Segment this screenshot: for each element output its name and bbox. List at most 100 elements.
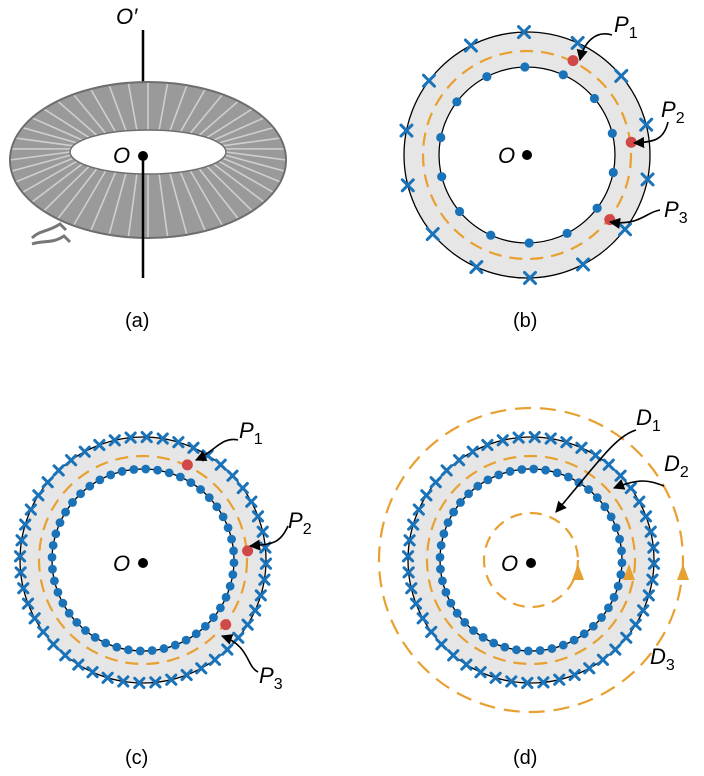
current-out-dot xyxy=(588,621,598,631)
leader-d2 xyxy=(612,479,665,490)
caption-d: (d) xyxy=(513,747,537,769)
current-in-cross xyxy=(647,541,660,554)
coil-turn xyxy=(206,165,253,212)
current-out-dot xyxy=(147,646,157,655)
current-in-cross xyxy=(172,436,185,449)
current-in-cross xyxy=(256,525,269,538)
current-out-dot xyxy=(535,646,545,655)
current-in-cross xyxy=(13,550,27,563)
label-d2: D2 xyxy=(664,451,689,481)
current-out-dot xyxy=(164,468,174,478)
coil-turn xyxy=(43,165,90,212)
current-in-cross xyxy=(399,123,414,138)
current-in-cross xyxy=(214,458,227,471)
current-in-cross xyxy=(570,35,585,50)
current-in-cross xyxy=(633,495,646,508)
current-in-cross xyxy=(21,597,35,610)
current-in-cross xyxy=(241,618,254,631)
outer-boundary xyxy=(19,436,267,684)
current-out-dot xyxy=(609,592,619,602)
current-out-dot xyxy=(436,132,446,143)
outer-boundary xyxy=(407,436,655,684)
current-out-dot xyxy=(604,603,613,613)
current-out-dot xyxy=(72,617,82,627)
current-out-dot xyxy=(517,465,527,474)
current-out-dot xyxy=(592,493,602,503)
current-in-cross xyxy=(24,503,37,516)
current-in-cross xyxy=(37,625,50,639)
leader-p2 xyxy=(248,525,289,551)
current-out-dot xyxy=(617,558,627,568)
current-in-cross xyxy=(609,643,622,656)
winding-marks-c xyxy=(13,430,273,690)
coil-turn xyxy=(169,84,188,132)
test-point-p1 xyxy=(567,55,579,67)
current-in-cross xyxy=(28,612,41,625)
current-out-dot xyxy=(443,518,453,528)
current-in-cross xyxy=(469,260,484,275)
label-d3: D3 xyxy=(650,644,675,674)
coil-turn xyxy=(198,168,240,220)
current-in-cross xyxy=(575,441,588,454)
label-p1: P1 xyxy=(614,12,638,42)
caption-b: (b) xyxy=(513,310,537,332)
current-in-cross xyxy=(249,604,262,617)
coil-turn xyxy=(189,93,224,135)
current-out-dot xyxy=(616,570,626,579)
center-label-o: O xyxy=(113,551,130,576)
coil-turn xyxy=(15,157,74,183)
current-in-cross xyxy=(140,430,153,444)
current-in-cross xyxy=(523,270,538,285)
current-out-dot xyxy=(200,621,210,631)
winding-marks-b xyxy=(399,25,655,285)
current-in-cross xyxy=(232,631,245,644)
current-out-dot xyxy=(216,603,225,613)
leader-p3 xyxy=(608,209,661,229)
coil-turn xyxy=(213,117,265,141)
coil-turn xyxy=(108,172,127,236)
current-out-dot xyxy=(494,470,504,480)
current-out-dot xyxy=(464,489,474,499)
current-in-cross xyxy=(647,557,661,570)
current-out-dot xyxy=(473,481,483,491)
center-label-o: O xyxy=(498,143,515,168)
panel-c: O P1 P2 P3 (c) xyxy=(13,418,312,769)
panel-a: O′ O (a) xyxy=(9,4,287,332)
current-out-dot xyxy=(196,485,205,494)
current-out-dot xyxy=(584,485,593,494)
current-out-dot xyxy=(441,587,451,597)
current-in-cross xyxy=(124,431,137,444)
label-p3: P3 xyxy=(259,663,283,693)
coil-turn xyxy=(11,154,72,172)
coil-turn xyxy=(222,157,281,183)
current-in-cross xyxy=(624,481,637,495)
current-out-dot xyxy=(47,552,57,562)
coil-turn xyxy=(158,82,169,131)
coil-turn xyxy=(225,151,287,161)
current-in-cross xyxy=(614,68,629,83)
lead-wire-lower xyxy=(31,234,72,246)
current-in-cross xyxy=(78,445,91,458)
current-in-cross xyxy=(133,676,146,690)
current-out-dot xyxy=(112,642,122,652)
current-in-cross xyxy=(52,464,65,477)
coil-turn xyxy=(213,163,265,203)
coil-turn xyxy=(89,171,117,232)
current-out-dot xyxy=(579,629,589,639)
current-out-dot xyxy=(58,598,68,608)
coil-turn xyxy=(43,108,90,139)
current-out-dot xyxy=(520,62,530,72)
current-in-cross xyxy=(236,481,249,495)
label-p3: P3 xyxy=(664,197,688,227)
current-in-cross xyxy=(496,434,509,447)
coil-turn xyxy=(56,168,98,220)
coil-turn xyxy=(224,154,285,172)
current-out-dot xyxy=(124,645,133,655)
leader-d1 xyxy=(555,429,637,513)
coil-turn xyxy=(198,100,239,136)
current-in-cross xyxy=(245,495,258,508)
current-out-dot xyxy=(505,467,515,476)
coil-turn xyxy=(158,173,169,238)
current-in-cross xyxy=(15,534,28,547)
current-out-dot xyxy=(48,564,57,574)
